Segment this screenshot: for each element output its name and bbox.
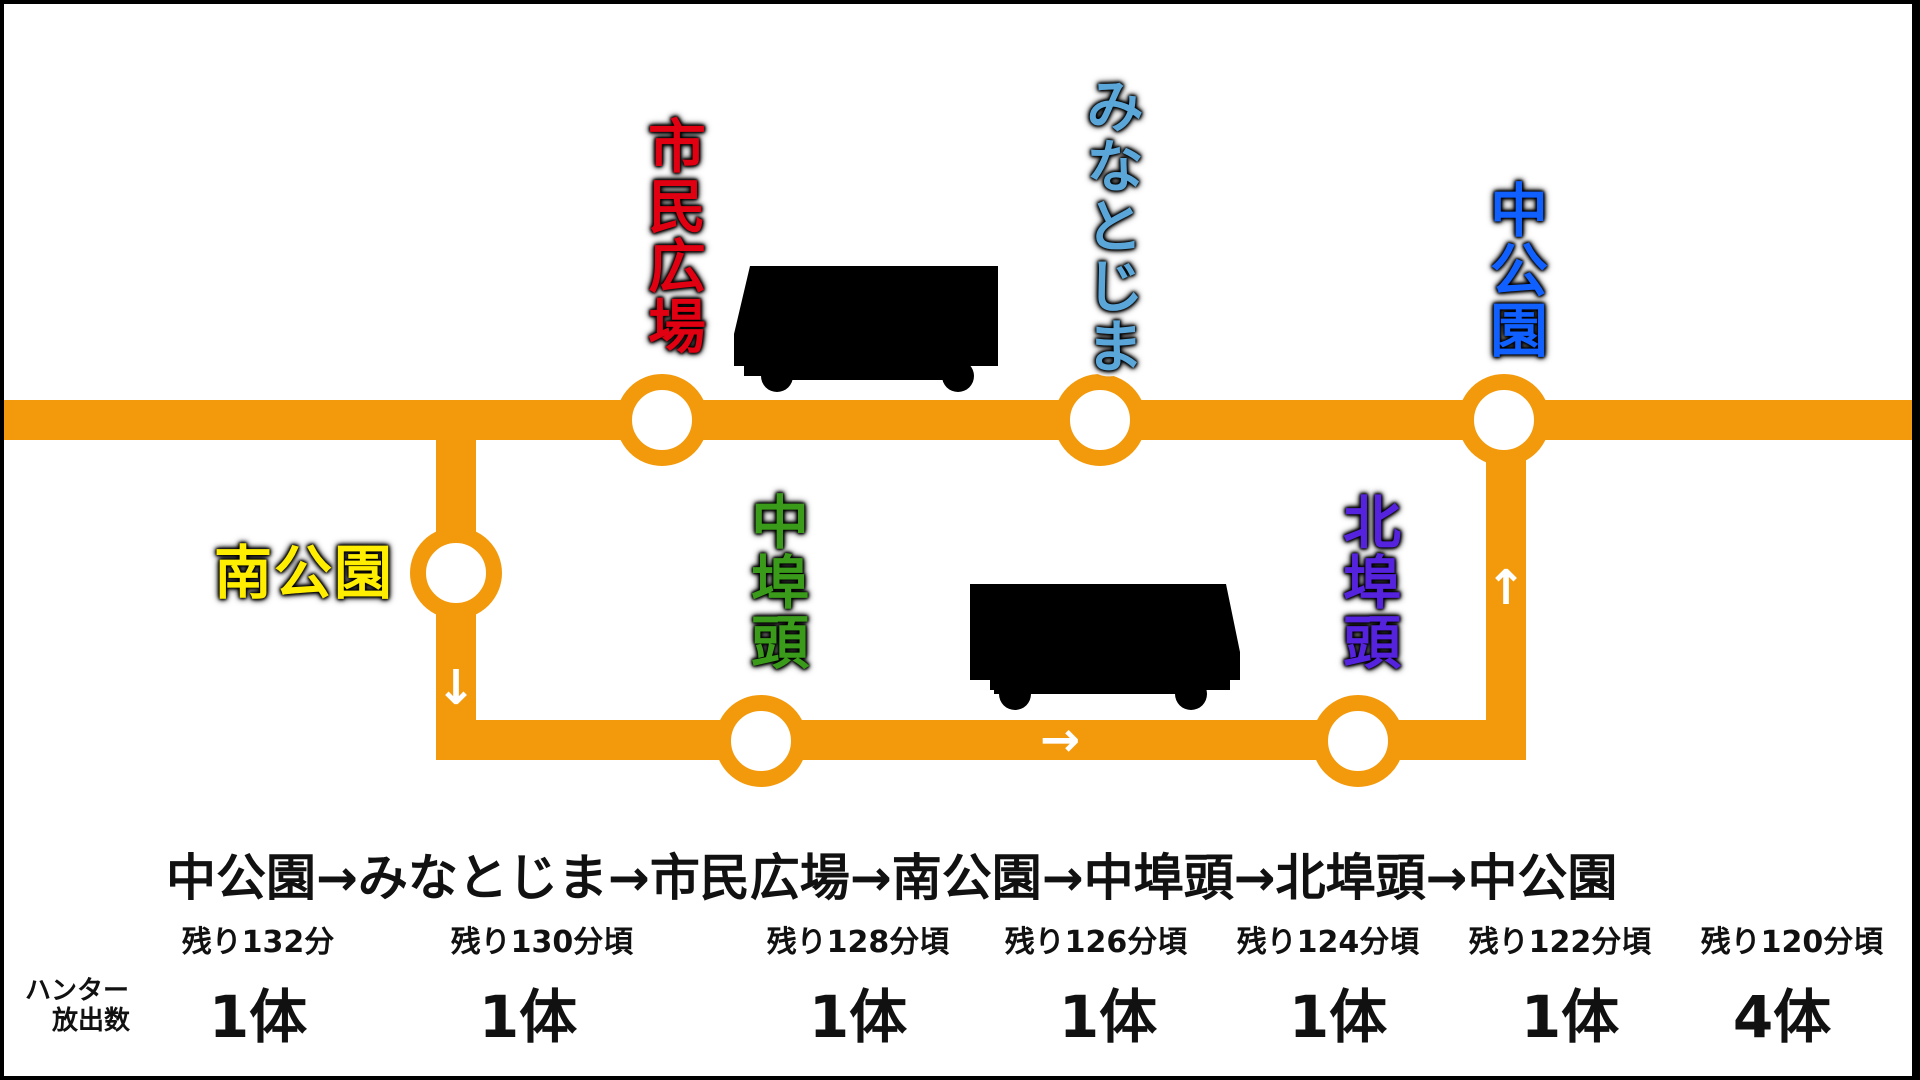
hunter-count: 1体 <box>1058 983 1158 1051</box>
route-arrow: → <box>316 849 358 907</box>
route-stop: 中公園 <box>1467 849 1618 907</box>
remaining-time: 残り128分頃 <box>766 925 950 960</box>
station-marker-naka-koen <box>1458 374 1550 466</box>
hunter-count: 1体 <box>1520 983 1620 1051</box>
hunter-count: 1体 <box>808 983 908 1051</box>
station-label-kita-futo: 北埠頭 <box>1327 486 1407 678</box>
station-label-naka-koen: 中公園 <box>1474 174 1554 366</box>
route-stop: 北埠頭 <box>1275 849 1426 907</box>
hunter-release-label: ハンター 放出数 <box>24 976 130 1036</box>
route-stop: みなとじま <box>357 849 608 907</box>
route-stop: 中埠頭 <box>1083 849 1234 907</box>
remaining-time: 残り132分 <box>181 925 335 960</box>
route-arrow: → <box>1425 849 1468 907</box>
station-marker-kita-futo <box>1312 695 1404 787</box>
arrow-up-icon: ↑ <box>1486 560 1526 616</box>
station-marker-naka-futo <box>715 695 807 787</box>
route-arrow: → <box>1233 849 1276 907</box>
hunter-count: 1体 <box>208 983 308 1051</box>
station-marker-shimin-hiroba <box>616 374 708 466</box>
main-line <box>4 400 1912 440</box>
hunter-count: 1体 <box>1288 983 1388 1051</box>
station-label-minami-koen: 南公園 <box>208 536 398 610</box>
station-label-shimin-hiroba: 市民広場 <box>632 110 712 362</box>
hunter-count: 1体 <box>478 983 578 1051</box>
remaining-time: 残り124分頃 <box>1236 925 1420 960</box>
route-arrow: → <box>607 849 650 907</box>
remaining-time: 残り126分頃 <box>1004 925 1188 960</box>
route-arrow: → <box>1041 849 1084 907</box>
route-diagram: ↓ → ↑ 市民広場 みなとじま 中公園 南公園 中埠頭 北埠頭 中公園→みなと… <box>4 4 1912 1076</box>
arrow-right-icon: → <box>1040 712 1080 768</box>
route-stop: 南公園 <box>891 849 1042 907</box>
remaining-time: 残り130分頃 <box>450 925 634 960</box>
hunter-release-label-line1: ハンター <box>25 976 130 1006</box>
route-stop: 市民広場 <box>649 849 850 907</box>
station-marker-minatojima <box>1054 374 1146 466</box>
remaining-time: 残り122分頃 <box>1468 925 1652 960</box>
route-stop: 中公園 <box>166 849 316 907</box>
hunter-count: 4体 <box>1732 983 1832 1051</box>
remaining-time: 残り120分頃 <box>1700 925 1884 960</box>
train-icon <box>734 266 998 392</box>
station-label-minatojima: みなとじま <box>1070 70 1150 382</box>
line-map: ↓ → ↑ <box>4 266 1912 787</box>
route-sequence: 中公園→みなとじま→市民広場→南公園→中埠頭→北埠頭→中公園 <box>166 848 1617 908</box>
station-label-naka-futo: 中埠頭 <box>735 486 815 678</box>
route-arrow: → <box>849 849 892 907</box>
train-icon <box>970 584 1240 710</box>
station-marker-minami-koen <box>410 527 502 619</box>
station-markers <box>410 374 1550 787</box>
arrow-down-icon: ↓ <box>436 660 476 716</box>
hunter-release-label-line2: 放出数 <box>52 1006 131 1036</box>
loop-right-vertical <box>1486 419 1526 755</box>
